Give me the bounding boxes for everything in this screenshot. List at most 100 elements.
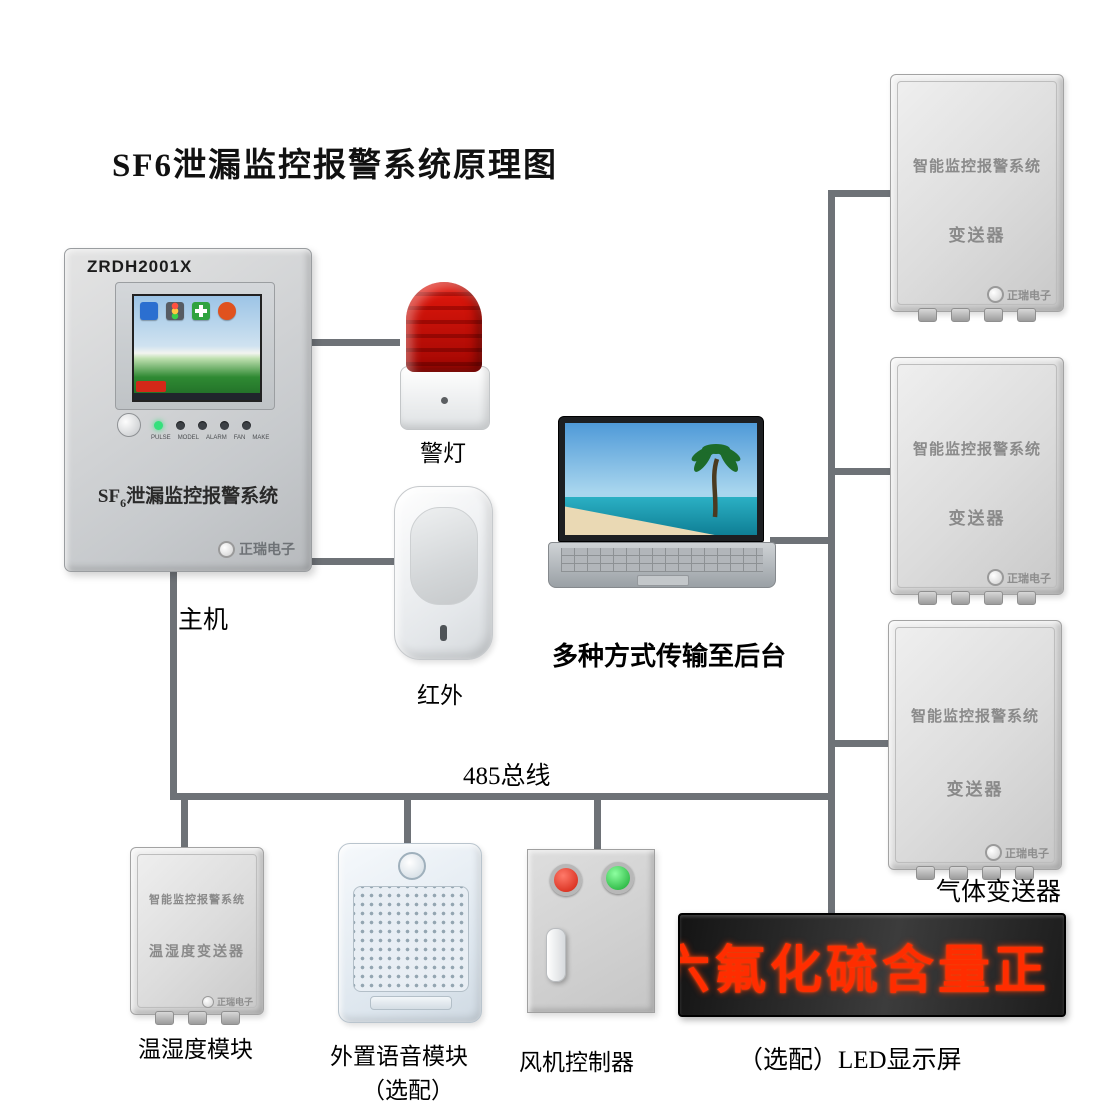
led-display-text: 六氟化硫含量正 (678, 940, 1051, 1001)
main-unit-screen (132, 294, 262, 402)
screen-red-banner (136, 381, 166, 392)
wire-stub-transmitter-1 (835, 190, 890, 197)
transmitter-logo-text: 正瑞电子 (1007, 572, 1051, 585)
laptop-touchpad (637, 575, 689, 586)
connector-nub (1017, 308, 1036, 322)
main-unit-screen-bezel (115, 282, 275, 410)
connector-nubs (131, 1011, 263, 1025)
laptop-keyboard (561, 548, 763, 572)
transmitter-title: 智能监控报警系统 (912, 159, 1041, 176)
screen-icon-orange (218, 302, 236, 320)
main-unit-model: ZRDH2001X (87, 257, 193, 276)
laptop-wallpaper (565, 423, 757, 535)
main-unit-name-prefix: SF (97, 486, 121, 507)
ir-sensor-label: 红外 (417, 683, 463, 708)
connector-nub (918, 591, 937, 605)
page-title: SF6泄漏监控报警系统原理图 (112, 148, 559, 184)
connector-nub (951, 308, 970, 322)
connector-nub (154, 1011, 174, 1025)
speaker-grille (353, 886, 469, 992)
red-button (550, 864, 582, 896)
connector-nubs (891, 308, 1063, 322)
green-button (602, 862, 634, 894)
connector-nub (1015, 866, 1034, 880)
screen-icon-window (140, 302, 158, 320)
wire-bus-to-temp (181, 800, 188, 848)
connector-nub (982, 866, 1001, 880)
indicator-label: FAN (233, 435, 246, 441)
transmitter-logo: 正瑞电子 (987, 286, 1051, 303)
led-display-device: 六氟化硫含量正 (678, 913, 1066, 1017)
voice-module-label-1: 外置语音模块 (330, 1044, 468, 1069)
alarm-light-device (400, 282, 490, 430)
screen-icon-row (140, 302, 236, 320)
led-model (176, 420, 185, 430)
connector-nubs (891, 591, 1063, 605)
fan-controller-label: 风机控制器 (519, 1050, 634, 1075)
main-unit-logo-text: 正瑞电子 (239, 543, 295, 558)
alarm-light-dome (406, 282, 482, 372)
transmitter-logo: 正瑞电子 (985, 844, 1049, 861)
wire-main-to-alarm (308, 339, 400, 346)
connector-nub (984, 308, 1003, 322)
ir-sensor-device (394, 486, 493, 660)
indicator-labels: PULSE MODEL ALARM FAN MAKE (151, 435, 269, 441)
connector-nubs (889, 866, 1061, 880)
transmitter-title: 智能监控报警系统 (910, 709, 1039, 726)
transmitter-title: 智能监控报警系统 (912, 442, 1041, 459)
fan-controller-device (527, 849, 655, 1013)
main-unit-device: ZRDH2001X PULSE MODEL (64, 248, 312, 572)
wire-main-to-ir (308, 558, 395, 565)
zrh-logo-icon (987, 569, 1004, 586)
laptop-device (548, 416, 776, 592)
connector-nub (951, 591, 970, 605)
main-unit-name-suffix: 泄漏监控报警系统 (126, 486, 279, 507)
temp-humidity-label: 温湿度模块 (138, 1037, 253, 1062)
bus-label: 485总线 (463, 763, 551, 790)
temp-humidity-title: 智能监控报警系统 (149, 894, 245, 907)
led-display-label: （选配）LED显示屏 (738, 1047, 962, 1074)
wire-bus-to-fan (594, 800, 601, 850)
ir-sensor-lens (410, 507, 478, 605)
transmitter-subtitle: 变送器 (946, 779, 1004, 799)
temp-humidity-logo: 正瑞电子 (201, 995, 253, 1008)
led-alarm (198, 420, 207, 430)
transmitter-logo-text: 正瑞电子 (1005, 847, 1049, 860)
transmitter-frame (895, 627, 1055, 863)
voice-module-device (338, 843, 482, 1023)
indicator-label: ALARM (206, 435, 227, 441)
led-fan (220, 420, 229, 430)
transmitter-subtitle: 变送器 (948, 226, 1006, 246)
wire-485-bus (170, 793, 835, 800)
gas-transmitter-3: 智能监控报警系统 变送器 正瑞电子 (888, 620, 1062, 880)
led-make (242, 420, 251, 430)
screen-icon-traffic-light (166, 302, 184, 320)
palm-tree-icon (691, 444, 741, 518)
indicator-label: PULSE (151, 435, 171, 441)
transmitter-logo: 正瑞电子 (987, 569, 1051, 586)
wire-stub-transmitter-3 (835, 740, 890, 747)
zrh-logo-icon (201, 995, 214, 1008)
transmitter-frame (897, 364, 1057, 588)
connector-nub (918, 308, 937, 322)
indicator-led-row (117, 413, 251, 437)
led-pulse (154, 420, 163, 430)
ir-sensor-slot (440, 625, 447, 641)
connector-nub (949, 866, 968, 880)
temp-humidity-subtitle: 温湿度变送器 (149, 944, 245, 960)
connector-nub (220, 1011, 240, 1025)
speaker-emblem-icon (398, 852, 426, 880)
transmitter-logo-text: 正瑞电子 (1007, 289, 1051, 302)
wire-stub-transmitter-2 (835, 468, 890, 475)
buzzer-circle (117, 413, 141, 437)
main-unit-name-sub: 6 (120, 495, 127, 510)
connector-nub (916, 866, 935, 880)
wire-right-trunk (828, 190, 835, 918)
gas-transmitter-1: 智能监控报警系统 变送器 正瑞电子 (890, 74, 1064, 322)
main-unit-logo: 正瑞电子 (218, 539, 295, 559)
gas-transmitter-group-label: 气体变送器 (936, 879, 1062, 906)
zrh-logo-icon (218, 540, 235, 558)
indicator-label: MAKE (252, 435, 270, 441)
zrh-logo-icon (985, 844, 1002, 861)
